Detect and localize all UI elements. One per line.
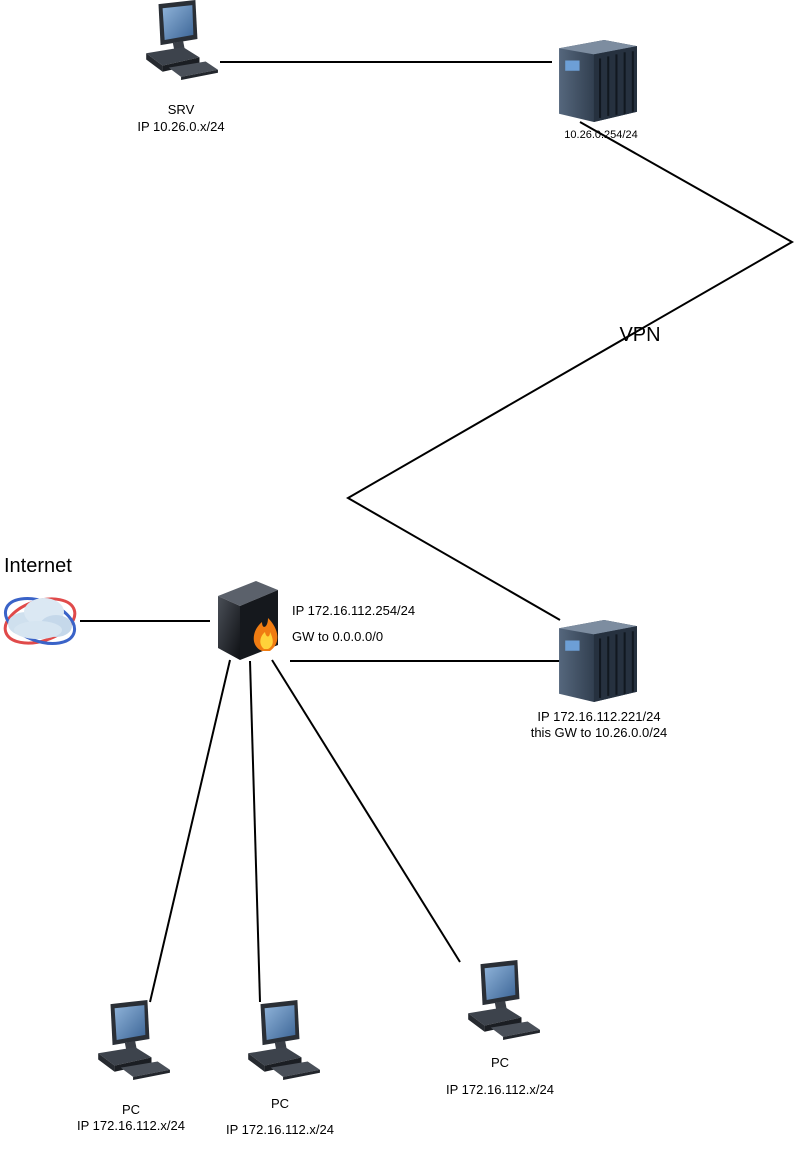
srv-name-label: SRV	[167, 102, 195, 117]
pc-2-name-label: PC	[270, 1096, 290, 1111]
remote-gw-ip-label: 10.26.0.254/24	[564, 129, 638, 141]
local-gw-route-label: this GW to 10.26.0.0/24	[530, 725, 668, 740]
srv-workstation-icon[interactable]	[146, 0, 218, 80]
pc-1-ip-label: IP 172.16.112.x/24	[77, 1118, 185, 1133]
internet-label: Internet	[4, 555, 72, 577]
link-firewall-pc-1	[149, 659, 231, 1003]
pc-2-workstation-icon[interactable]	[248, 1000, 320, 1080]
vpn-tunnel-link	[345, 121, 795, 621]
internet-cloud-icon[interactable]	[0, 590, 81, 652]
srv-ip-label: IP 10.26.0.x/24	[137, 119, 225, 134]
pc-2-ip-label: IP 172.16.112.x/24	[226, 1122, 334, 1137]
link-firewall-pc-3	[271, 659, 461, 963]
local-gw-server-rack-icon[interactable]	[557, 620, 639, 702]
firewall-ip-label: IP 172.16.112.254/24	[292, 603, 416, 618]
links	[80, 61, 795, 1003]
firewall-icon[interactable]	[218, 581, 278, 660]
vpn-label: VPN	[619, 324, 661, 346]
pc-3-ip-label: IP 172.16.112.x/24	[446, 1082, 554, 1097]
firewall-gw-label: GW to 0.0.0.0/0	[292, 629, 384, 644]
pc-1-workstation-icon[interactable]	[98, 1000, 170, 1080]
pc-3-name-label: PC	[490, 1055, 510, 1070]
pc-3-workstation-icon[interactable]	[468, 960, 540, 1040]
local-gw-ip-label: IP 172.16.112.221/24	[537, 709, 661, 724]
pc-1-name-label: PC	[121, 1102, 141, 1117]
remote-gw-server-rack-icon[interactable]	[557, 40, 639, 122]
link-firewall-pc-2	[249, 660, 261, 1003]
